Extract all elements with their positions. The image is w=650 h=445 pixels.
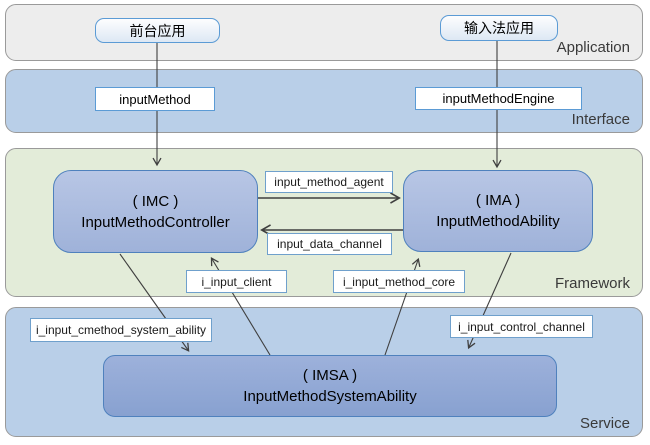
edge-label-input-method-agent: input_method_agent: [265, 171, 393, 193]
node-imsa-name: InputMethodSystemAbility: [243, 388, 417, 405]
node-imsa: ( IMSA ) InputMethodSystemAbility: [103, 355, 557, 417]
node-ima-name: InputMethodAbility: [436, 213, 560, 230]
layer-interface-label: Interface: [571, 111, 630, 128]
node-input-method-label: inputMethod: [119, 91, 191, 107]
edge-label-input-data-channel: input_data_channel: [267, 233, 392, 255]
node-imc-abbr: ( IMC ): [132, 192, 179, 210]
node-foreground-app: 前台应用: [95, 18, 220, 43]
node-foreground-app-label: 前台应用: [129, 22, 186, 39]
node-imc-name: InputMethodController: [81, 213, 230, 231]
node-ima-abbr: ( IMA ): [475, 192, 521, 209]
layer-application-label: Application: [556, 39, 630, 56]
node-input-method-engine-label: inputMethodEngine: [442, 91, 555, 106]
edge-label-i-input-client: i_input_client: [186, 270, 287, 293]
edge-label-i-input-control-channel: i_input_control_channel: [450, 315, 593, 338]
node-ima: ( IMA ) InputMethodAbility: [403, 170, 593, 252]
edge-label-i-input-method-core: i_input_method_core: [333, 270, 465, 293]
edge-label-i-input-cmethod-system-ability: i_input_cmethod_system_ability: [30, 318, 212, 342]
node-input-method: inputMethod: [95, 87, 215, 111]
layer-framework-label: Framework: [554, 275, 630, 292]
node-input-method-engine: inputMethodEngine: [415, 87, 582, 110]
node-imsa-abbr: ( IMSA ): [302, 367, 358, 384]
node-ime-app: 输入法应用: [440, 15, 558, 41]
node-ime-app-label: 输入法应用: [464, 20, 534, 36]
node-imc: ( IMC ) InputMethodController: [53, 170, 258, 253]
layer-service-label: Service: [579, 415, 630, 432]
